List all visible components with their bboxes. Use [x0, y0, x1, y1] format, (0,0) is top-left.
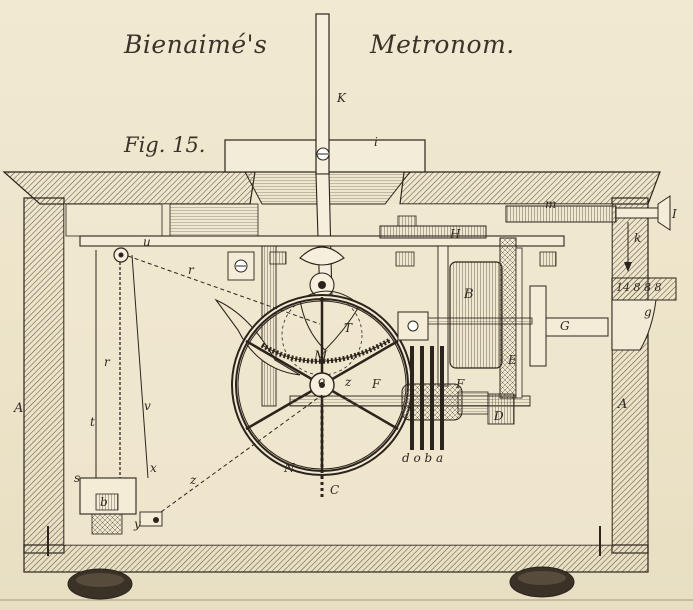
title-bienaime: Bienaimé's	[124, 30, 268, 59]
label-E: E	[508, 353, 517, 367]
base	[0, 526, 693, 601]
label-v: v	[144, 399, 151, 413]
label-y: y	[134, 517, 141, 531]
label-r-mid: r	[104, 355, 110, 369]
label-F-right: F	[456, 377, 465, 391]
label-s: s	[74, 471, 81, 485]
label-g: g	[644, 305, 652, 319]
label-z: z	[190, 473, 197, 487]
label-K: K	[337, 91, 346, 105]
gear-stack	[401, 346, 489, 450]
label-I: I	[672, 207, 677, 221]
label-A-right: A	[618, 397, 628, 412]
label-A-left: A	[14, 401, 24, 416]
label-m: m	[545, 197, 557, 211]
regulator-screw	[505, 195, 671, 272]
weight-mechanism	[79, 247, 323, 535]
label-u: u	[143, 235, 151, 249]
label-t: t	[90, 415, 95, 429]
label-D: D	[494, 409, 504, 423]
label-o: o	[318, 374, 326, 388]
tempo-scale-numbers: 14 8 8 8	[616, 281, 662, 294]
label-M: M	[314, 349, 328, 364]
label-H: H	[450, 227, 461, 241]
inner-frame	[65, 203, 565, 407]
label-i: i	[374, 135, 378, 149]
label-k: k	[634, 231, 642, 245]
label-F-left: F	[372, 377, 381, 391]
figure-label: Fig. 15.	[124, 133, 206, 157]
large-wheel	[231, 294, 413, 500]
label-T: T	[344, 321, 353, 335]
label-doba: d o b a	[402, 451, 444, 465]
tempo-scale	[611, 277, 677, 351]
label-x: x	[150, 461, 157, 475]
label-B: B	[464, 287, 474, 302]
label-G: G	[560, 319, 570, 333]
label-C: C	[330, 483, 340, 497]
label-N: N	[284, 461, 295, 475]
title-metronom: Metronom.	[370, 30, 515, 59]
label-r-top: r	[188, 263, 194, 277]
label-b: b	[100, 495, 108, 509]
label-z-small: z	[345, 375, 352, 389]
spring-barrel	[397, 237, 609, 399]
